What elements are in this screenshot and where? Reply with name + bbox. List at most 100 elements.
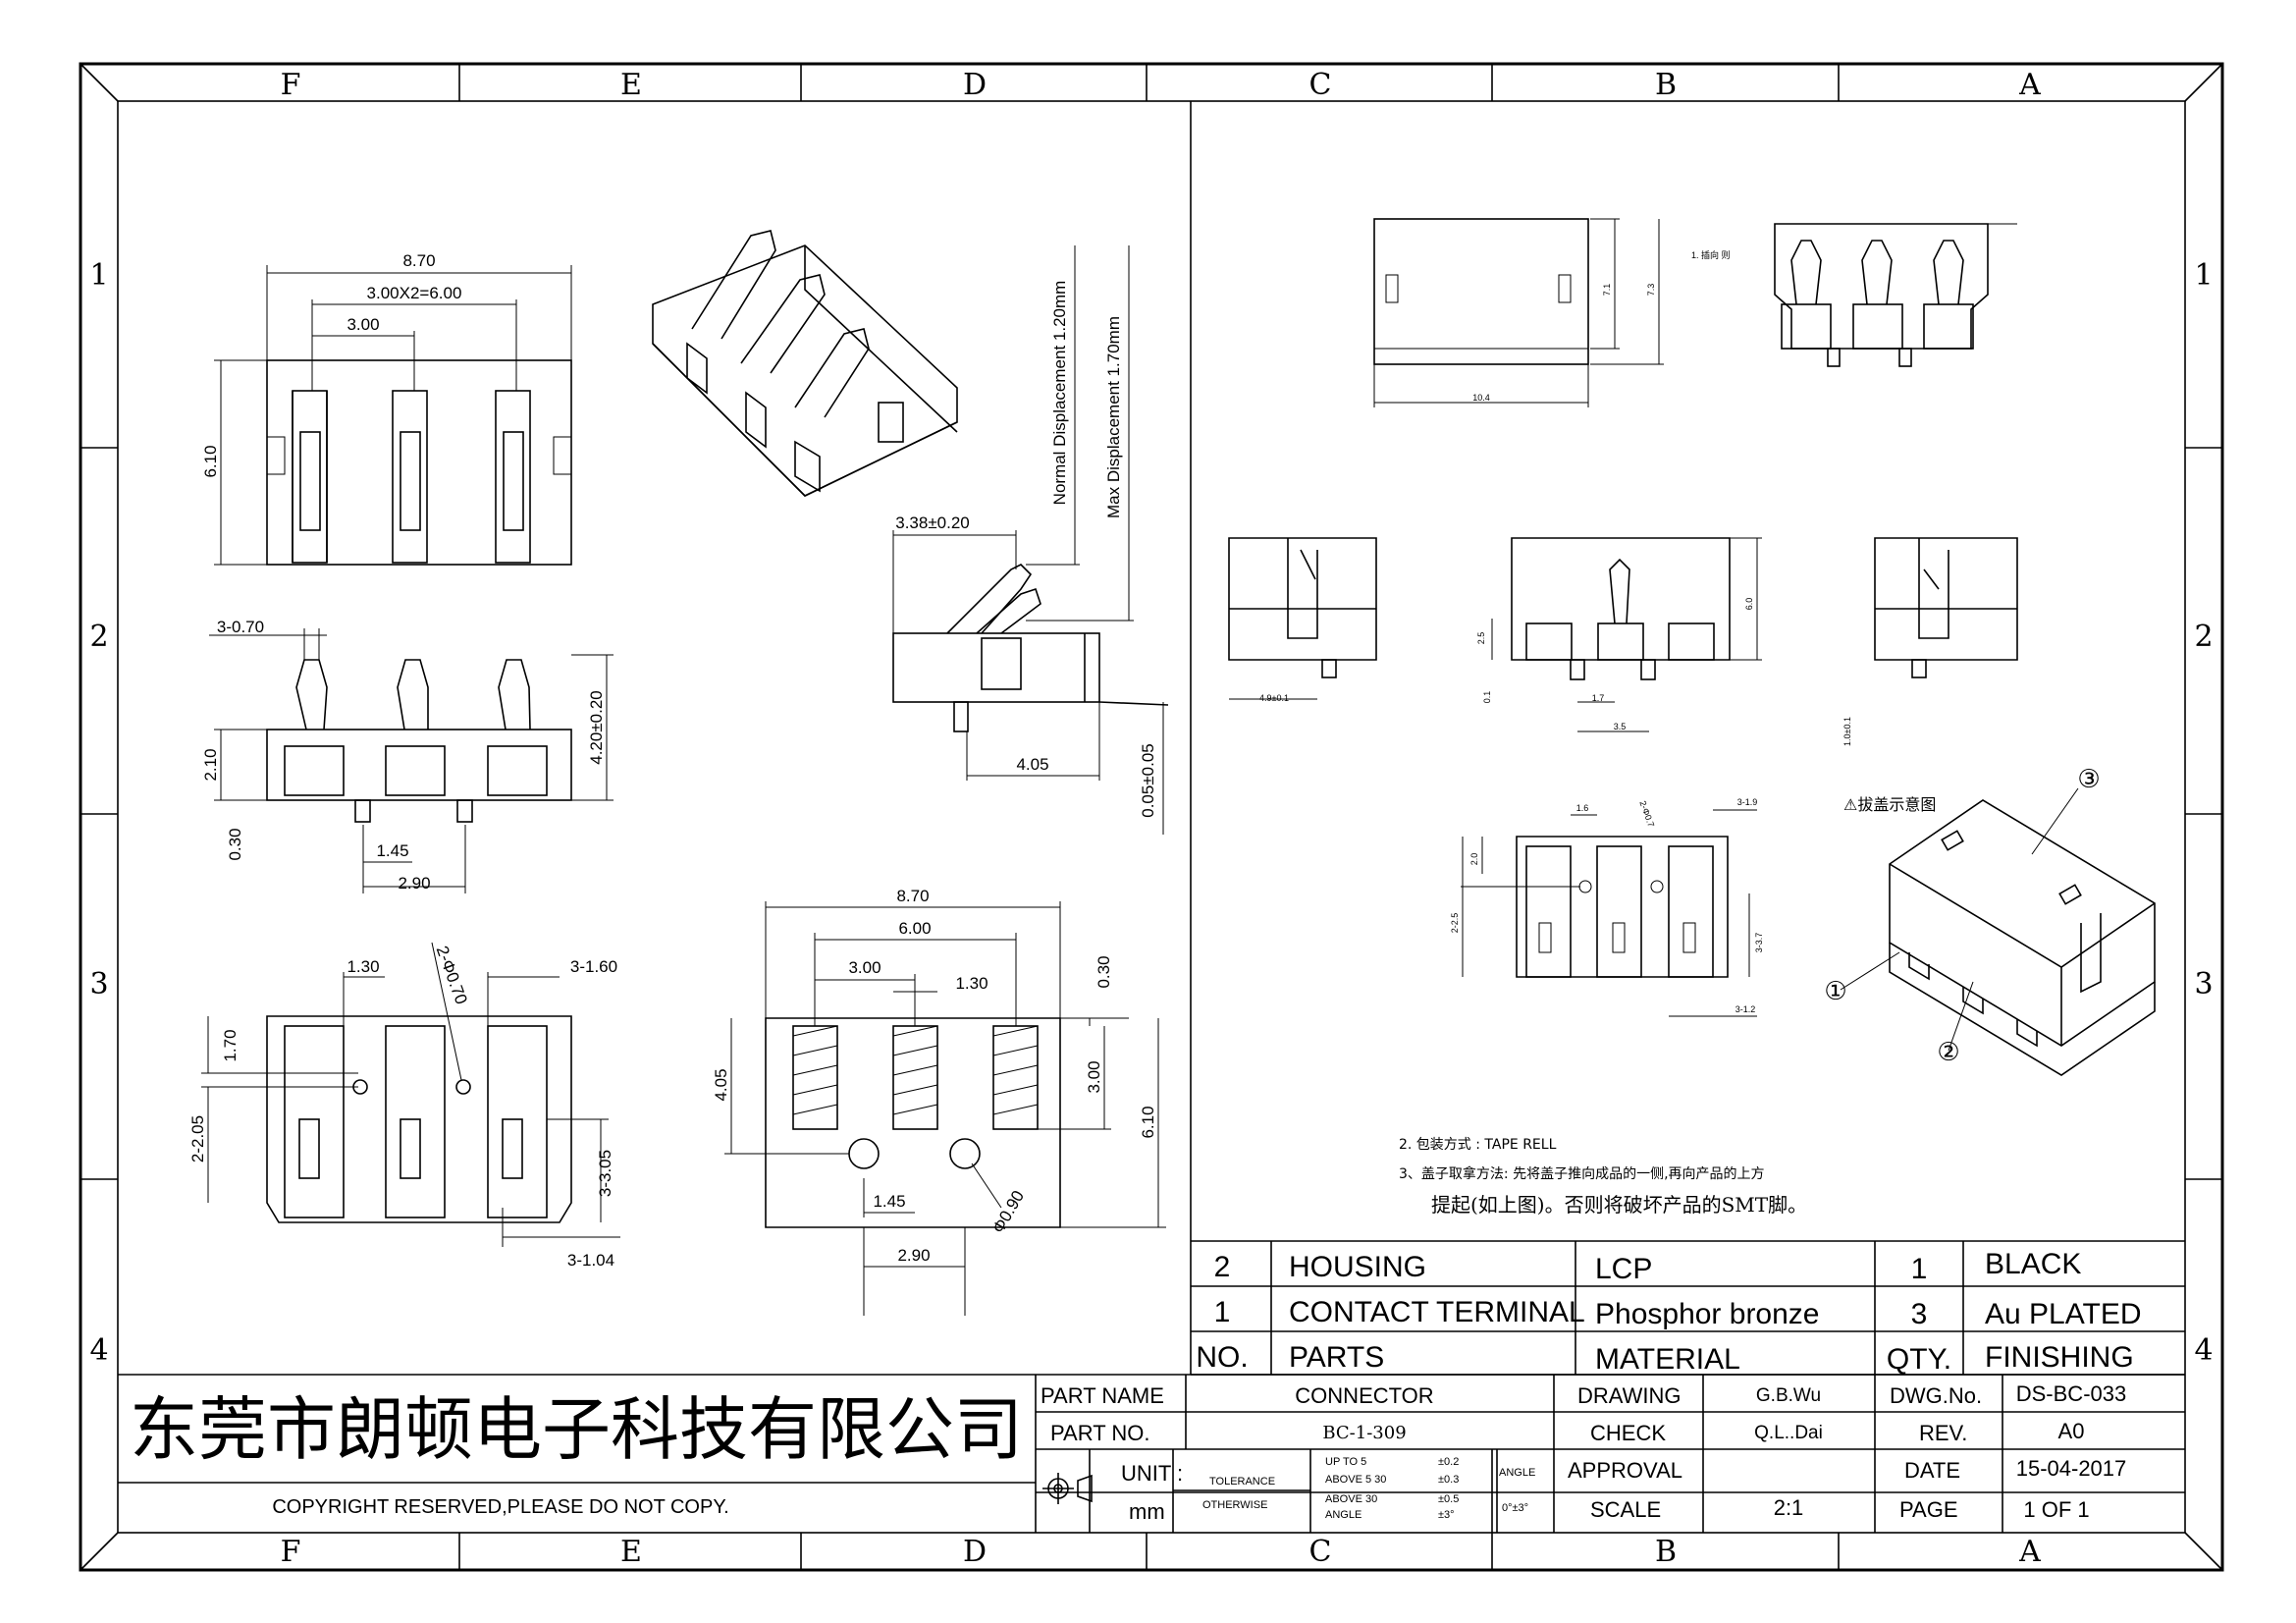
dim-pcb-w3: 3.00 [848,958,881,977]
row-label-left: 2 [89,620,108,654]
sheet-frame [79,62,2224,1572]
right-low-view: 1.6 3-1.9 2-Φ0.7 2.0 2-2.5 3-3.7 3-1.2 [1450,797,1764,1017]
iso-view-contact [652,230,958,497]
approval-label: APPROVAL [1568,1458,1682,1483]
row-label-left: 3 [89,967,108,1001]
dim-rt-d1: 10.4 [1472,393,1490,403]
scale-value: 2:1 [1774,1495,1804,1520]
front-view: 3-0.70 2.10 4.20±0.20 0.30 1.45 2.90 [201,618,614,893]
col-label-top: A [2018,68,2041,102]
callout-1: ① [1824,977,1846,1006]
part-name-label: PART NAME [1041,1383,1164,1408]
max-displacement: Max Displacement 1.70mm [1104,316,1123,518]
top-view: 8.70 3.00X2=6.00 3.00 6.10 [201,251,572,566]
dim-coplanarity: 0.05±0.05 [1139,743,1157,818]
tol-up5-value: ±0.2 [1438,1456,1459,1468]
tol-above5: ABOVE 5 30 [1325,1474,1386,1486]
dim-peg: 0.30 [226,828,244,860]
bom-finishing: Au PLATED [1985,1298,2142,1330]
row-label-left: 1 [89,258,108,293]
dim-c6: 3-1.04 [567,1251,614,1270]
dim-rm-c: 3.5 [1614,722,1627,731]
date-value: 15-04-2017 [2016,1456,2127,1481]
dim-peg-spacing: 1.45 [376,841,408,860]
dim-rl-d: 2.0 [1469,853,1479,866]
bom-qty: 3 [1911,1298,1928,1330]
dim-pcb-x2: 2.90 [897,1246,930,1265]
angle-label: ANGLE [1499,1467,1535,1479]
bom-header-material: MATERIAL [1595,1343,1740,1376]
dim-pcb-hole: Φ0.90 [988,1187,1028,1236]
unit-value: mm [1129,1499,1165,1524]
right-mid-views: 4.9±0.1 6.0 2.5 0.1 1.7 3.5 1.0±0.1 [1228,537,2018,746]
scale-label: SCALE [1590,1497,1661,1522]
bom-qty: 1 [1911,1253,1928,1285]
dwg-label: DWG.No. [1890,1383,1982,1408]
part-no: BC-1-309 [1322,1423,1406,1443]
dim-total-height: 4.20±0.20 [587,690,606,765]
bom-table: 2 HOUSING LCP 1 BLACK 1 CONTACT TERMINAL… [1191,1240,2185,1376]
unit-label: UNIT : [1121,1461,1183,1486]
title-block: 东莞市朗顿电子科技有限公司 COPYRIGHT RESERVED,PLEASE … [118,1374,2185,1533]
bom-no: 1 [1214,1296,1231,1328]
col-label-bottom: B [1655,1535,1677,1569]
normal-displacement: Normal Displacement 1.20mm [1050,281,1069,506]
row-label-right: 3 [2194,967,2213,1001]
copyright-notice: COPYRIGHT RESERVED,PLEASE DO NOT COPY. [272,1496,728,1518]
dim-pcb-h1: 0.30 [1095,955,1113,988]
iso-housing: ⚠拔盖示意图 ③ ① ② [1824,765,2156,1076]
right-top-views: 10.4 7.1 7.3 1. 插向 则 [1373,218,2017,407]
dwg-value: DS-BC-033 [2016,1381,2126,1406]
side-view: 3.38±0.20 Normal Displacement 1.20mm Max… [892,245,1169,835]
dim-c5: 3-3.05 [596,1150,614,1197]
bom-header-no: NO. [1196,1341,1248,1374]
col-label-top: C [1309,68,1332,102]
dim-contact-width: 3-0.70 [217,618,264,636]
drawing-label: DRAWING [1577,1383,1682,1408]
callout-3: ③ [2077,765,2100,794]
dim-rl-c: 2-Φ0.7 [1637,799,1656,828]
col-label-bottom: A [2018,1535,2041,1569]
drawing-value: G.B.Wu [1756,1385,1821,1406]
callout-2: ② [1937,1038,1959,1067]
dim-rt-d2: 7.1 [1602,284,1612,297]
tol-angle: ANGLE [1325,1509,1362,1521]
bottom-view: 1.30 2-Φ0.70 3-1.60 1.70 2-2.05 3-3.05 3… [188,942,620,1270]
dim-side-width: 4.05 [1016,755,1048,774]
angle-value: 0°±3° [1502,1502,1528,1514]
row-label-left: 4 [89,1333,108,1368]
dim-c3: 1.70 [221,1029,240,1061]
bom-part: CONTACT TERMINAL [1289,1296,1585,1328]
bom-finishing: BLACK [1985,1248,2081,1280]
dim-pcb-h4: 6.10 [1139,1106,1157,1138]
notes: 2. 包装方式 : TAPE RELL 3、盖子取拿方法: 先将盖子推向成品的一… [1399,1137,1807,1217]
bom-material: LCP [1595,1253,1652,1285]
dim-offset: 3.38±0.20 [895,514,970,532]
bom-part: HOUSING [1289,1251,1426,1283]
col-label-bottom: F [281,1535,301,1569]
dim-height: 6.10 [201,445,220,477]
tol-above30-value: ±0.5 [1438,1493,1459,1505]
dim-rm-b: 1.7 [1592,693,1605,703]
dim-rm-e: 6.0 [1744,598,1754,611]
col-label-bottom: E [620,1535,642,1569]
dim-c2: 3-1.60 [570,957,617,976]
page-value: 1 OF 1 [2023,1497,2089,1522]
dim-pcb-w2: 6.00 [898,919,931,938]
col-label-top: B [1655,68,1677,102]
dim-pcb-h2: 4.05 [712,1068,730,1101]
col-label-top: E [620,68,642,102]
tolerance-label: TOLERANCE [1209,1476,1275,1488]
dim-rl-a: 1.6 [1576,803,1589,813]
dim-rl-e: 2-2.5 [1450,913,1460,934]
pcb-layout: 8.70 6.00 3.00 1.30 0.30 4.05 3.00 6.10 … [712,887,1166,1316]
dim-peg-pitch: 2.90 [398,874,430,893]
tol-up5: UP TO 5 [1325,1456,1366,1468]
iso-removal-note: ⚠拔盖示意图 [1843,795,1936,814]
row-label-right: 2 [2194,620,2213,654]
row-label-right: 4 [2194,1333,2213,1368]
part-no-label: PART NO. [1050,1421,1149,1445]
note-cover-method-cont: 提起(如上图)。否则将破坏产品的SMT脚。 [1431,1193,1807,1217]
row-label-right: 1 [2194,258,2213,293]
date-label: DATE [1904,1458,1960,1483]
